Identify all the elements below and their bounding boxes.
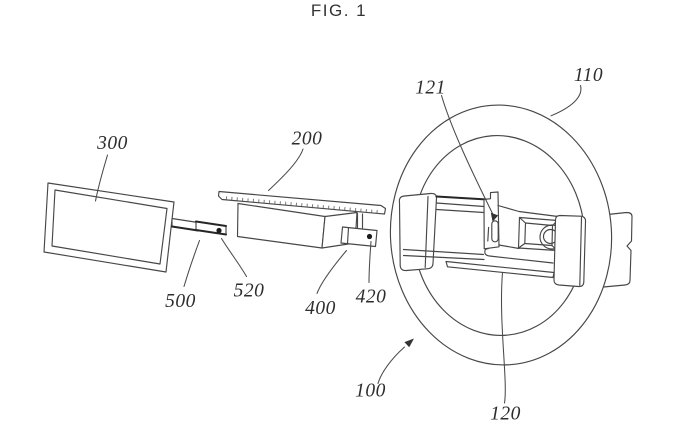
bracket-pin: [366, 233, 373, 240]
ref-label-120: 120: [490, 404, 521, 425]
hub-lower-bar: [484, 247, 554, 264]
ref-label-110: 110: [574, 65, 603, 86]
mounting-bracket: [340, 226, 378, 248]
display-screen: [51, 189, 168, 265]
arrowhead-100: [404, 338, 414, 348]
mounting-box: [217, 190, 387, 249]
display-panel: [43, 182, 175, 273]
ref-label-420: 420: [356, 287, 387, 308]
ref-label-300: 300: [96, 133, 128, 154]
leader-line-420: [368, 240, 372, 284]
leader-line-110: [550, 84, 582, 117]
ref-label-520: 520: [234, 281, 265, 302]
hub-left-pad: [398, 192, 438, 272]
box-top-plate: [217, 190, 387, 215]
leader-line-520: [220, 237, 248, 278]
hub-right-pad: [553, 214, 587, 288]
hub-slot: [491, 220, 499, 243]
leader-line-300: [94, 154, 109, 202]
column-tab: [597, 211, 633, 289]
ref-label-200: 200: [292, 129, 323, 150]
reference-labels: FIG. 1 300 200 121 110 500 520 400 420 1…: [96, 1, 603, 425]
rod-end-pin: [216, 227, 222, 234]
leader-line-121: [440, 94, 495, 217]
leader-line-400: [316, 249, 348, 295]
display-outer-frame: [43, 182, 175, 273]
ref-label-121: 121: [415, 78, 446, 99]
arrowhead-121: [490, 212, 499, 222]
figure-caption: FIG. 1: [311, 1, 367, 20]
box-front-face: [236, 202, 326, 249]
ref-label-100: 100: [355, 381, 386, 402]
ref-label-400: 400: [305, 298, 336, 319]
leader-line-100: [377, 346, 406, 385]
leader-line-120: [500, 271, 506, 404]
leader-lines: [94, 84, 582, 404]
leader-line-200: [267, 148, 304, 192]
display-support-rod: [171, 217, 227, 236]
ref-label-500: 500: [165, 291, 196, 312]
leader-line-500: [183, 239, 201, 288]
steering-wheel-hub: [398, 191, 587, 288]
